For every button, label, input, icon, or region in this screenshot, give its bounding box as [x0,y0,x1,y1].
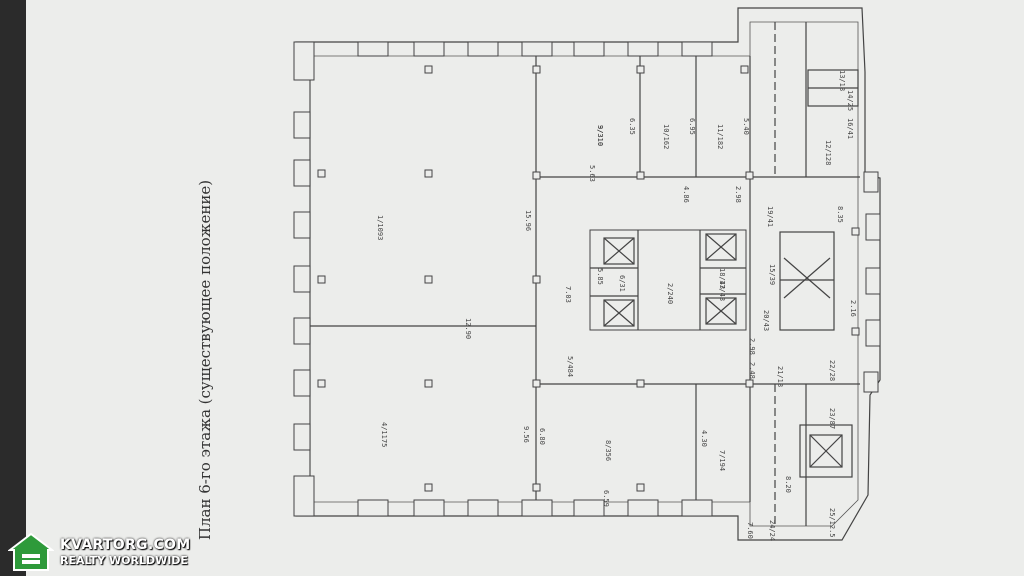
window-piers-top [357,41,713,57]
outer-wall [295,7,881,541]
room-label: 4/1175 [380,422,388,447]
dimension-label: 5.85 [596,268,604,285]
room-label: 7/194 [718,450,726,471]
room-label: 22/28 [828,360,836,381]
room-label: 6/31 [618,275,626,292]
window-piers-right [863,171,881,393]
page-title: План 6-го этажа (существующее положение) [196,179,214,541]
room-label: 1/1093 [376,215,384,240]
room-label: 16/41 [846,118,854,139]
core-block [589,229,747,331]
watermark-logo: KVARTORG.COM REALTY WORLDWIDE [8,532,190,572]
room-label: 2/240 [666,283,674,304]
watermark-text: KVARTORG.COM REALTY WORLDWIDE [60,538,190,566]
dimension-label: 9.56 [522,426,530,443]
dimension-label: 6.35 [628,118,636,135]
elevator-shaft [705,297,737,325]
house-icon [8,532,54,571]
window-piers-left [293,41,315,517]
room-label: 25/12.5 [828,508,836,538]
dimension-label: 6.80 [538,428,546,445]
dimension-label: 2.48 [748,362,756,379]
room-labels: 1/1093 2/240 3/310 4/1175 5/484 6/31 7/194 8/35… [376,70,854,541]
elevator-shaft [705,233,737,261]
dimension-label: 2.98 [748,338,756,355]
dimension-label: 7.60 [746,522,754,539]
dimension-label: 5.63 [588,165,596,182]
window-piers-bottom [357,499,713,517]
dimension-label: 7.03 [564,286,572,303]
dimension-label: 8.20 [784,476,792,493]
room-label: 17/43 [718,280,726,301]
dimension-label: 4.30 [700,430,708,447]
dimension-label: 15.96 [524,210,532,231]
stairwell [779,231,835,331]
dimension-label: 6.59 [602,490,610,507]
columns [317,65,860,492]
dimension-labels: 12.90 15.96 9.56 6.80 5.63 7.03 4.86 2.98 6.35 6.… [464,118,857,539]
dimension-label: 4.86 [682,186,690,203]
room-label: 11/182 [716,124,724,149]
room-label: 8/356 [604,440,612,461]
elevator-shaft [799,424,853,478]
room-label: 20/43 [762,310,770,331]
watermark-tagline: REALTY WORLDWIDE [60,554,188,567]
room-label: 19/41 [766,206,774,227]
room-label: 3/310 [596,125,604,146]
elevator-shaft [603,299,635,327]
watermark-brand: KVARTORG.COM [60,537,191,553]
room-label: 18/43 [718,268,726,289]
room-label: 9/310 [596,125,604,146]
room-label: 5/484 [566,356,574,377]
room-label: 21/18 [776,366,784,387]
inner-wall [309,21,859,527]
room-label: 14/25 [846,90,854,111]
dimension-label: 12.90 [464,318,472,339]
room-label: 13/18 [838,70,846,91]
dimension-label: 6.95 [688,118,696,135]
dimension-label: 8.35 [836,206,844,223]
dark-background [0,0,26,576]
elevator-shaft [603,237,635,265]
dimension-label: 5.40 [742,118,750,135]
dimension-label: 2.16 [849,300,857,317]
room-label: 10/162 [662,124,670,149]
room-label: 23/87 [828,408,836,429]
elevator-car [809,434,843,468]
dimension-label: 2.98 [734,186,742,203]
room-label: 12/128 [824,140,832,165]
room-label: 15/39 [768,264,776,285]
room-label: 24/24 [768,520,776,541]
